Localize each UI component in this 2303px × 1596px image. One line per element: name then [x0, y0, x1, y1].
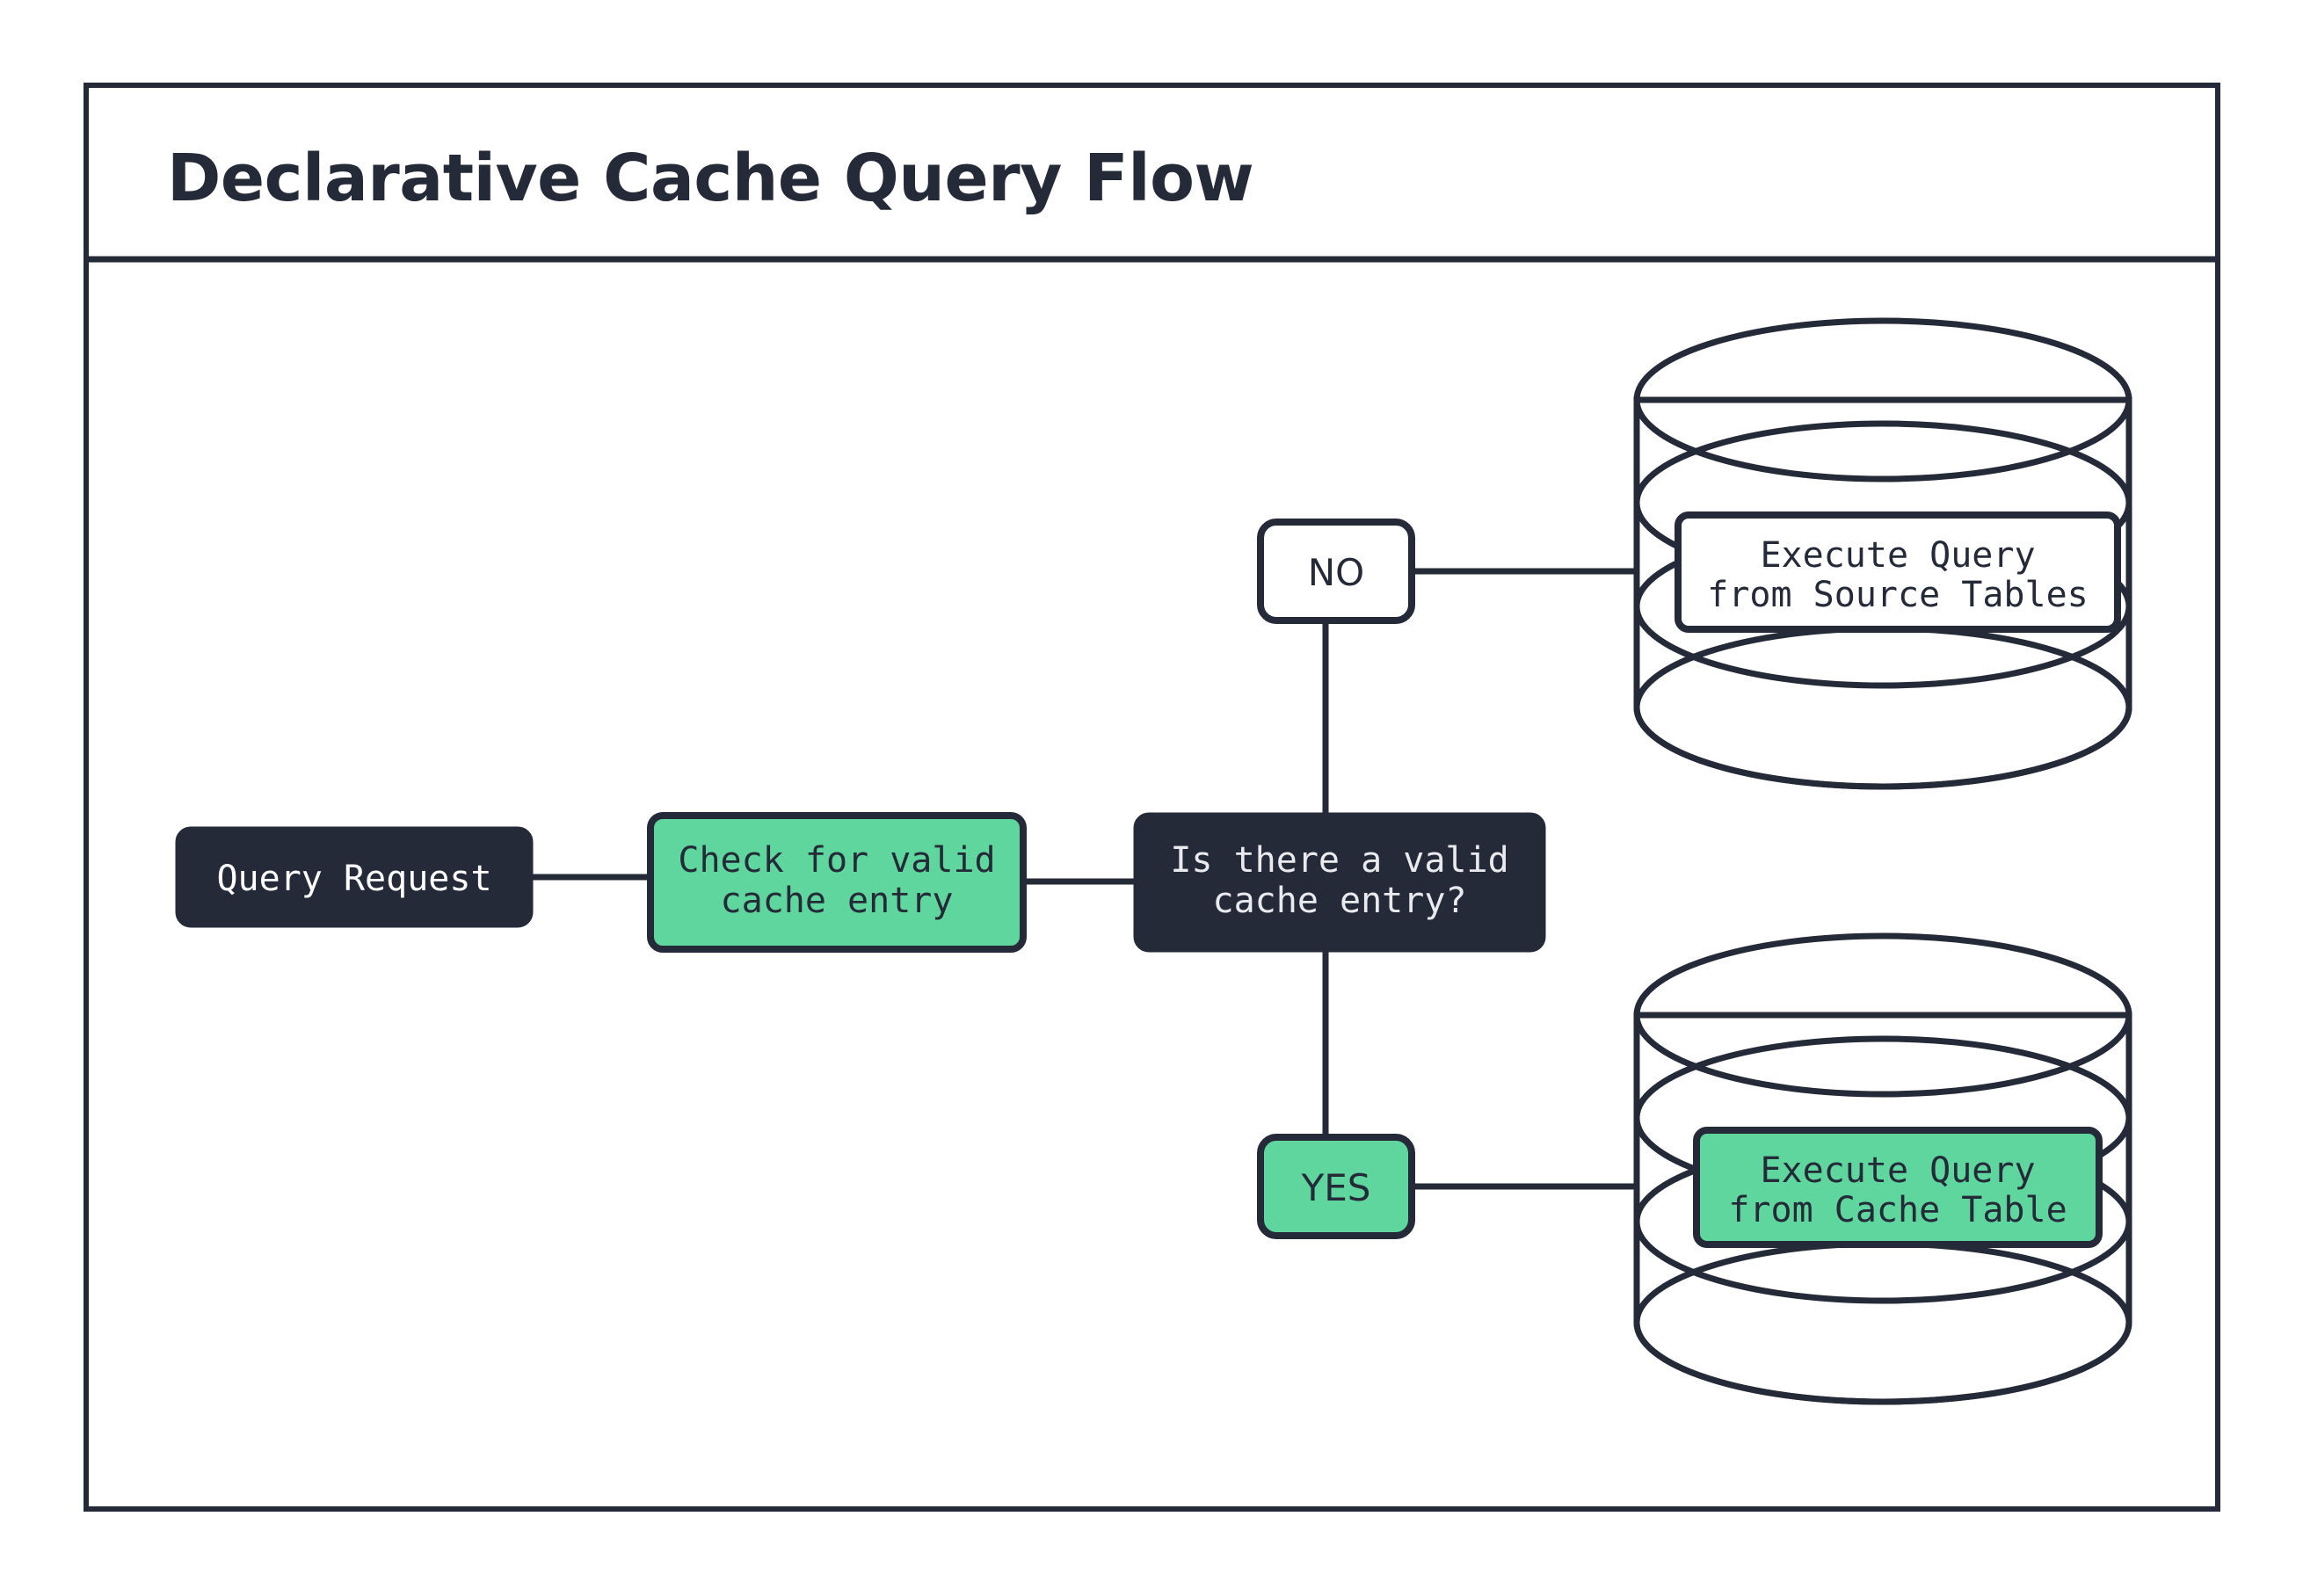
branch-label-no[interactable]: NO [1257, 519, 1415, 624]
check-cache-label-line1: Check for valid [678, 840, 995, 881]
node-check-cache[interactable]: Check for valid cache entry [647, 812, 1027, 953]
cache-db-label-line2: from Cache Table [1728, 1190, 2067, 1230]
cache-db-label-plate [1693, 1127, 2103, 1248]
check-cache-label-line2: cache entry [721, 881, 954, 921]
branch-label-yes[interactable]: YES [1257, 1134, 1415, 1239]
yes-badge-text: YES [1301, 1166, 1371, 1209]
node-decision[interactable]: Is there a valid cache entry? [1133, 812, 1546, 953]
yes-badge-box [1257, 1134, 1415, 1239]
query-request-box [175, 826, 534, 928]
page-title: Declarative Cache Query Flow [167, 141, 1253, 216]
cache-db-label-line1: Execute Query [1760, 1150, 2035, 1191]
decision-label-line1: Is there a valid [1170, 840, 1508, 881]
cache-db-disk-1 [1633, 932, 2132, 1098]
source-db-label-plate [1675, 511, 2121, 633]
cache-table-cylinder[interactable]: Execute Query from Cache Table [1633, 932, 2132, 1405]
decision-label-line2: cache entry? [1213, 881, 1467, 921]
decision-box [1133, 812, 1546, 953]
check-cache-box [647, 812, 1027, 953]
no-badge-text: NO [1308, 551, 1364, 594]
query-request-label: Query Request [216, 859, 491, 899]
diagram-frame [84, 83, 2220, 1512]
source-db-label-line1: Execute Query [1760, 535, 2035, 576]
node-query-request[interactable]: Query Request [175, 826, 534, 928]
source-db-label-line2: from Source Tables [1707, 575, 2088, 615]
no-badge-box [1257, 519, 1415, 624]
source-db-disk-1 [1633, 317, 2132, 482]
source-tables-cylinder[interactable]: Execute Query from Source Tables [1633, 317, 2132, 790]
